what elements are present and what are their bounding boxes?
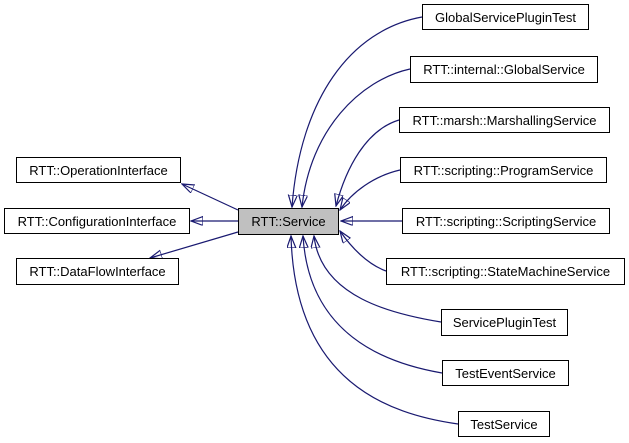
edge-programservice-to-service <box>340 169 401 210</box>
edge-serviceplugintest-to-service <box>314 236 442 323</box>
edge-testservice-to-service <box>291 236 459 425</box>
edge-globalservice-to-service <box>302 68 411 207</box>
node-rtt-service: RTT::Service <box>238 208 339 235</box>
node-globalserviceplugintest[interactable]: GlobalServicePluginTest <box>422 4 589 30</box>
node-rtt-marsh-marshallingservice[interactable]: RTT::marsh::MarshallingService <box>399 107 610 133</box>
node-rtt-scripting-programservice[interactable]: RTT::scripting::ProgramService <box>400 157 607 183</box>
node-rtt-scripting-statemachineservice[interactable]: RTT::scripting::StateMachineService <box>386 258 625 285</box>
node-testservice[interactable]: TestService <box>458 411 550 437</box>
edge-globalserviceplugintest-to-service <box>292 16 423 207</box>
edge-service-to-operationinterface <box>182 184 239 211</box>
edge-service-to-dataflowinterface <box>150 231 239 258</box>
node-serviceplugintest[interactable]: ServicePluginTest <box>441 309 568 336</box>
inheritance-edges <box>150 16 459 425</box>
node-rtt-dataflowinterface[interactable]: RTT::DataFlowInterface <box>16 258 179 285</box>
node-rtt-operationinterface[interactable]: RTT::OperationInterface <box>16 157 181 183</box>
edge-marshallingservice-to-service <box>336 119 400 206</box>
node-rtt-scripting-scriptingservice[interactable]: RTT::scripting::ScriptingService <box>402 208 610 234</box>
node-testeventservice[interactable]: TestEventService <box>442 360 569 386</box>
edge-testeventservice-to-service <box>303 236 443 374</box>
node-rtt-configurationinterface[interactable]: RTT::ConfigurationInterface <box>4 208 190 234</box>
edge-statemachineservice-to-service <box>340 231 387 272</box>
node-rtt-internal-globalservice[interactable]: RTT::internal::GlobalService <box>410 56 598 83</box>
